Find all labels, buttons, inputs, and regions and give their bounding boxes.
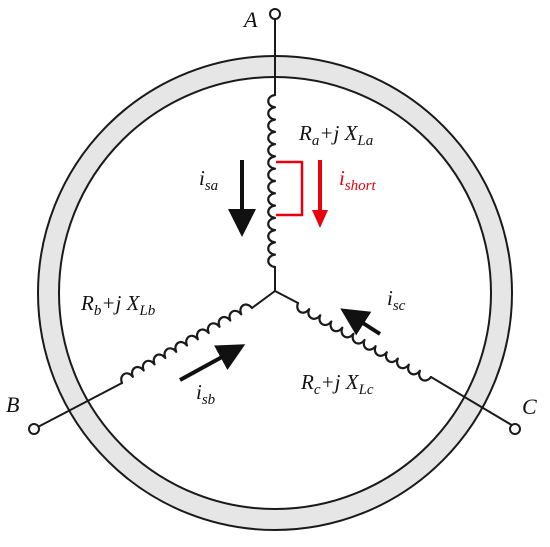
current-sb-label: isb <box>196 380 216 408</box>
current-short-label: ishort <box>339 166 377 194</box>
terminal-b-label: B <box>6 392 19 417</box>
current-sb-arrow-icon <box>179 344 246 382</box>
impedance-b-label: Rb+j XLb <box>80 291 156 319</box>
stator-ring <box>37 55 513 531</box>
current-sc-arrow-icon <box>340 308 382 336</box>
terminal-c-label: C <box>522 394 537 419</box>
current-arrows <box>179 160 382 382</box>
short-circuit-bracket <box>276 160 304 217</box>
phase-c-wire <box>274 290 516 428</box>
terminal-b-icon[interactable] <box>28 423 40 435</box>
phase-b-winding-icon <box>120 303 254 385</box>
phase-b-wire <box>33 290 276 430</box>
current-short-arrowhead-icon <box>312 210 328 228</box>
terminal-a-icon[interactable] <box>269 8 281 20</box>
impedance-c-label: Rc+j XLc <box>300 370 374 398</box>
terminal-a-label: A <box>242 7 258 32</box>
terminal-c-icon[interactable] <box>509 423 521 435</box>
phase-c-winding-icon <box>296 301 433 382</box>
phase-a-winding-icon <box>267 93 277 269</box>
current-sa-label: isa <box>199 166 218 194</box>
impedance-a-label: Ra+j XLa <box>298 121 373 149</box>
current-sc-label: isc <box>387 286 406 314</box>
